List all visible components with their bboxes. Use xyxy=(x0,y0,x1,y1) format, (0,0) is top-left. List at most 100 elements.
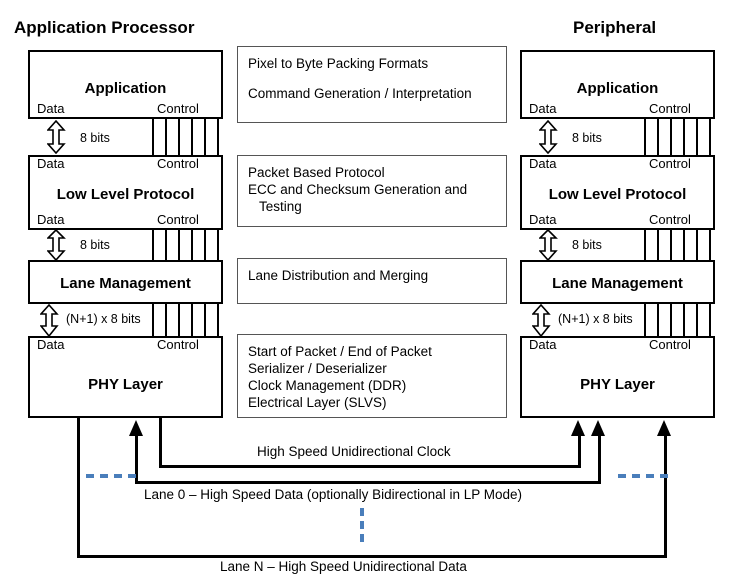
bus-label-lane0: Lane 0 – High Speed Data (optionally Bid… xyxy=(140,487,526,502)
bus-width-label-llp-lane-left: 8 bits xyxy=(80,238,110,252)
description-line: Electrical Layer (SLVS) xyxy=(248,395,387,410)
control-line xyxy=(670,304,672,336)
port-label-control-phy-right: Control xyxy=(649,337,691,352)
control-line xyxy=(178,230,180,260)
lane0-bus-arrowhead-left-icon xyxy=(129,420,143,436)
bus-width-label-llp-lane-right: 8 bits xyxy=(572,238,602,252)
control-line xyxy=(178,119,180,155)
layer-box-lane-management-right[interactable]: Lane Management xyxy=(520,260,715,304)
description-box-phy-layer: Start of Packet / End of Packet Serializ… xyxy=(237,334,507,418)
control-line xyxy=(204,304,206,336)
port-label-data-app-left: Data xyxy=(37,101,65,116)
laneN-bus-wire-left-vertical xyxy=(77,418,80,558)
ellipsis-dash-icon xyxy=(128,474,136,478)
control-line xyxy=(644,119,646,155)
control-line xyxy=(152,230,154,260)
port-label-control-phy-left: Control xyxy=(157,337,199,352)
layer-box-low-level-protocol-right[interactable]: Low Level Protocol xyxy=(520,155,715,230)
port-label-data-phy-right: Data xyxy=(529,337,557,352)
bidirectional-arrow-icon xyxy=(539,229,558,261)
control-line xyxy=(657,119,659,155)
clock-bus-wire-left-vertical xyxy=(159,418,162,468)
layer-box-application-right[interactable]: Application xyxy=(520,50,715,119)
description-box-lane-management: Lane Distribution and Merging xyxy=(237,258,507,304)
lane0-bus-arrowhead-right-icon xyxy=(591,420,605,436)
port-label-control-llp-bottom-left: Control xyxy=(157,212,199,227)
layer-box-phy-layer-left[interactable]: PHY Layer xyxy=(28,336,223,418)
laneN-bus-arrowhead-icon xyxy=(657,420,671,436)
ellipsis-dot-icon xyxy=(360,508,364,516)
layer-name-low-level-protocol-right: Low Level Protocol xyxy=(548,186,687,203)
control-line xyxy=(165,304,167,336)
ellipsis-dash-icon xyxy=(100,474,108,478)
ellipsis-dot-icon xyxy=(360,521,364,529)
port-label-control-app-right: Control xyxy=(649,101,691,116)
layer-name-lane-management-left: Lane Management xyxy=(60,275,191,292)
lane0-bus-wire-horizontal xyxy=(135,481,601,484)
control-line xyxy=(191,119,193,155)
control-line xyxy=(165,119,167,155)
port-label-control-llp-top-left: Control xyxy=(157,156,199,171)
control-line xyxy=(683,119,685,155)
layer-box-lane-management-left[interactable]: Lane Management xyxy=(28,260,223,304)
control-line xyxy=(709,304,711,336)
layer-name-application-left: Application xyxy=(84,80,167,97)
bus-width-label-lane-phy-left: (N+1) x 8 bits xyxy=(66,312,141,326)
control-line xyxy=(217,119,219,155)
control-line xyxy=(217,304,219,336)
bus-width-label-lane-phy-right: (N+1) x 8 bits xyxy=(558,312,633,326)
control-line xyxy=(696,230,698,260)
port-label-data-phy-left: Data xyxy=(37,337,65,352)
description-line: Packet Based Protocol xyxy=(248,165,385,180)
bidirectional-arrow-icon xyxy=(47,229,66,261)
control-line xyxy=(165,230,167,260)
control-line xyxy=(152,304,154,336)
description-line: Clock Management (DDR) xyxy=(248,378,407,393)
ellipsis-dash-icon xyxy=(632,474,640,478)
ellipsis-dash-icon xyxy=(86,474,94,478)
control-line xyxy=(204,230,206,260)
layer-box-phy-layer-right[interactable]: PHY Layer xyxy=(520,336,715,418)
port-label-control-llp-top-right: Control xyxy=(649,156,691,171)
bus-width-label-app-llp-right: 8 bits xyxy=(572,131,602,145)
description-line: ECC and Checksum Generation and xyxy=(248,182,468,197)
control-line xyxy=(696,304,698,336)
lane0-bus-wire-right-vertical xyxy=(598,434,601,484)
control-line xyxy=(204,119,206,155)
bus-label-laneN: Lane N – High Speed Unidirectional Data xyxy=(216,559,471,574)
port-label-control-llp-bottom-right: Control xyxy=(649,212,691,227)
control-line xyxy=(657,304,659,336)
control-line xyxy=(670,230,672,260)
description-line: Serializer / Deserializer xyxy=(248,361,387,376)
control-line xyxy=(644,304,646,336)
laneN-bus-wire-horizontal xyxy=(77,555,667,558)
control-line xyxy=(644,230,646,260)
control-line xyxy=(191,230,193,260)
ellipsis-dash-icon xyxy=(618,474,626,478)
description-box-application: Pixel to Byte Packing Formats Command Ge… xyxy=(237,46,507,123)
layer-box-low-level-protocol-left[interactable]: Low Level Protocol xyxy=(28,155,223,230)
port-label-control-app-left: Control xyxy=(157,101,199,116)
ellipsis-dash-icon xyxy=(646,474,654,478)
description-line: Command Generation / Interpretation xyxy=(248,86,472,101)
column-title-application-processor: Application Processor xyxy=(14,18,195,37)
description-box-low-level-protocol: Packet Based Protocol ECC and Checksum G… xyxy=(237,155,507,227)
layer-name-phy-layer-left: PHY Layer xyxy=(88,376,163,393)
description-line: Start of Packet / End of Packet xyxy=(248,344,432,359)
clock-bus-wire-right-vertical xyxy=(578,434,581,468)
port-label-data-llp-top-left: Data xyxy=(37,156,65,171)
bus-width-label-app-llp-left: 8 bits xyxy=(80,131,110,145)
layer-box-application-left[interactable]: Application xyxy=(28,50,223,119)
clock-bus-arrowhead-icon xyxy=(571,420,585,436)
layer-name-lane-management-right: Lane Management xyxy=(552,275,683,292)
control-line xyxy=(709,119,711,155)
port-label-data-app-right: Data xyxy=(529,101,557,116)
ellipsis-dash-icon xyxy=(660,474,668,478)
description-line: Testing xyxy=(248,199,302,214)
ellipsis-dash-icon xyxy=(114,474,122,478)
port-label-data-llp-bottom-right: Data xyxy=(529,212,557,227)
column-title-peripheral: Peripheral xyxy=(573,18,657,37)
control-line xyxy=(709,230,711,260)
bus-label-clock: High Speed Unidirectional Clock xyxy=(253,444,455,459)
